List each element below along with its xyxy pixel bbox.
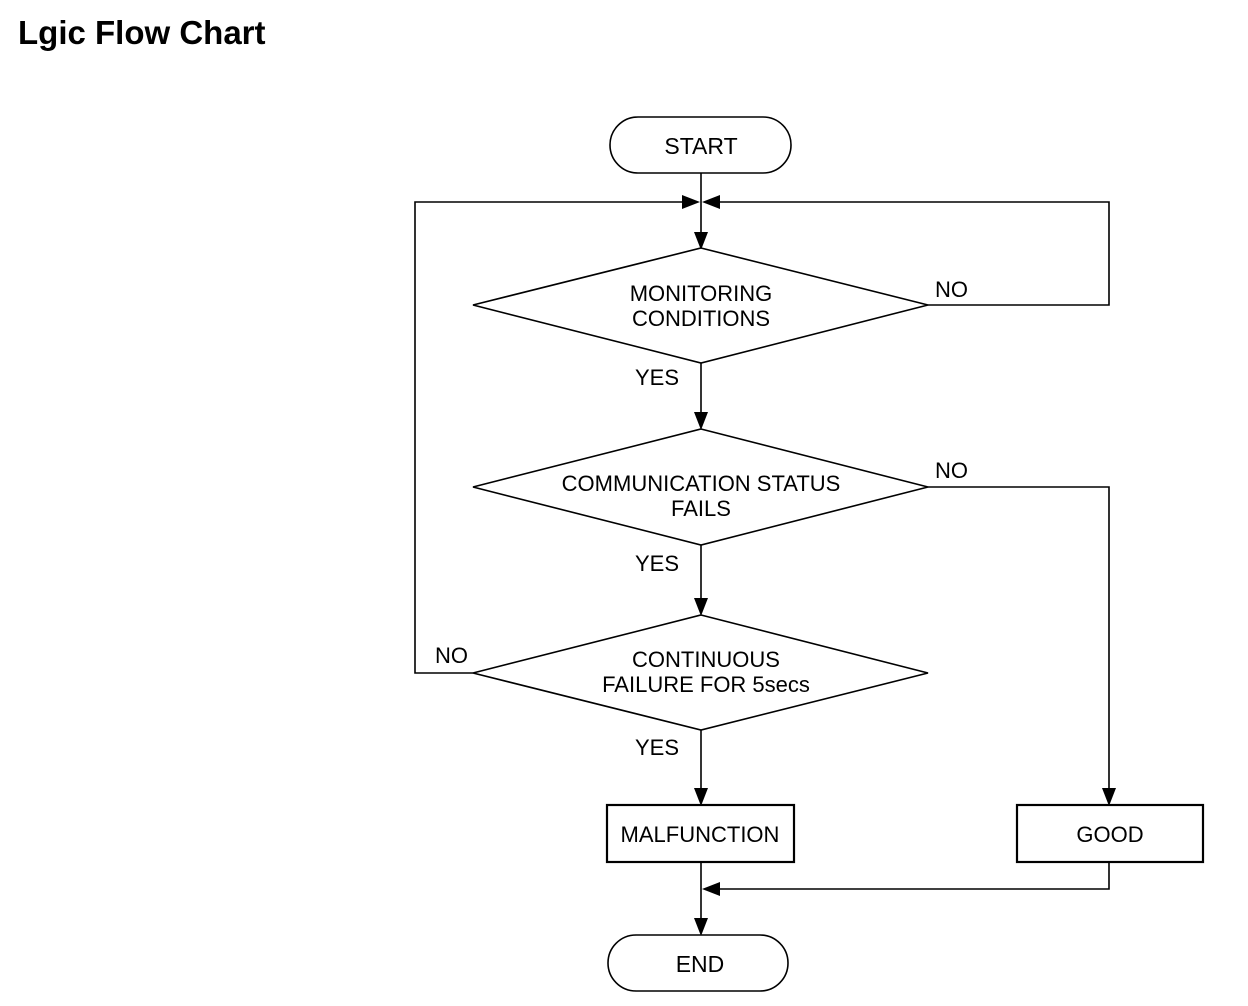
arrowhead-down-icon bbox=[694, 232, 708, 250]
communication-label-line2: FAILS bbox=[671, 496, 731, 521]
arrowhead-down-icon bbox=[694, 788, 708, 806]
start-label: START bbox=[664, 133, 737, 159]
connector-monitoring-no-loop bbox=[718, 201, 1110, 306]
arrowhead-down-icon bbox=[694, 412, 708, 430]
communication-yes-label: YES bbox=[635, 551, 679, 576]
continuous-no-label: NO bbox=[435, 643, 468, 668]
continuous-yes-label: YES bbox=[635, 735, 679, 760]
communication-label-line1: COMMUNICATION STATUS bbox=[562, 471, 841, 496]
connector-communication-no-to-good bbox=[928, 486, 1110, 790]
arrowhead-left-icon bbox=[702, 882, 720, 896]
arrowhead-left-icon bbox=[702, 195, 720, 209]
end-label: END bbox=[676, 951, 725, 977]
monitoring-conditions-decision: MONITORING CONDITIONS bbox=[472, 247, 929, 364]
good-box: GOOD bbox=[1015, 803, 1205, 864]
monitoring-label-line1: MONITORING bbox=[630, 281, 773, 306]
continuous-label-line1: CONTINUOUS bbox=[632, 647, 780, 672]
arrowhead-right-icon bbox=[682, 195, 700, 209]
monitoring-label-line2: CONDITIONS bbox=[632, 306, 770, 331]
arrowhead-down-icon bbox=[694, 598, 708, 616]
arrowhead-down-icon bbox=[1102, 788, 1116, 806]
page-title: Lgic Flow Chart bbox=[18, 14, 266, 51]
good-label: GOOD bbox=[1076, 822, 1143, 847]
monitoring-yes-label: YES bbox=[635, 365, 679, 390]
connector-continuous-no-loop bbox=[414, 201, 684, 674]
end-terminal: END bbox=[607, 934, 789, 992]
malfunction-label: MALFUNCTION bbox=[621, 822, 780, 847]
malfunction-box: MALFUNCTION bbox=[605, 803, 796, 864]
start-terminal: START bbox=[609, 116, 792, 174]
communication-status-decision: COMMUNICATION STATUS FAILS bbox=[472, 428, 929, 546]
continuous-failure-decision: CONTINUOUS FAILURE FOR 5secs bbox=[472, 614, 929, 731]
arrowhead-down-icon bbox=[694, 918, 708, 936]
continuous-label-line2: FAILURE FOR 5secs bbox=[602, 672, 810, 697]
monitoring-no-label: NO bbox=[935, 277, 968, 302]
communication-no-label: NO bbox=[935, 458, 968, 483]
connector-good-to-end bbox=[718, 862, 1110, 890]
